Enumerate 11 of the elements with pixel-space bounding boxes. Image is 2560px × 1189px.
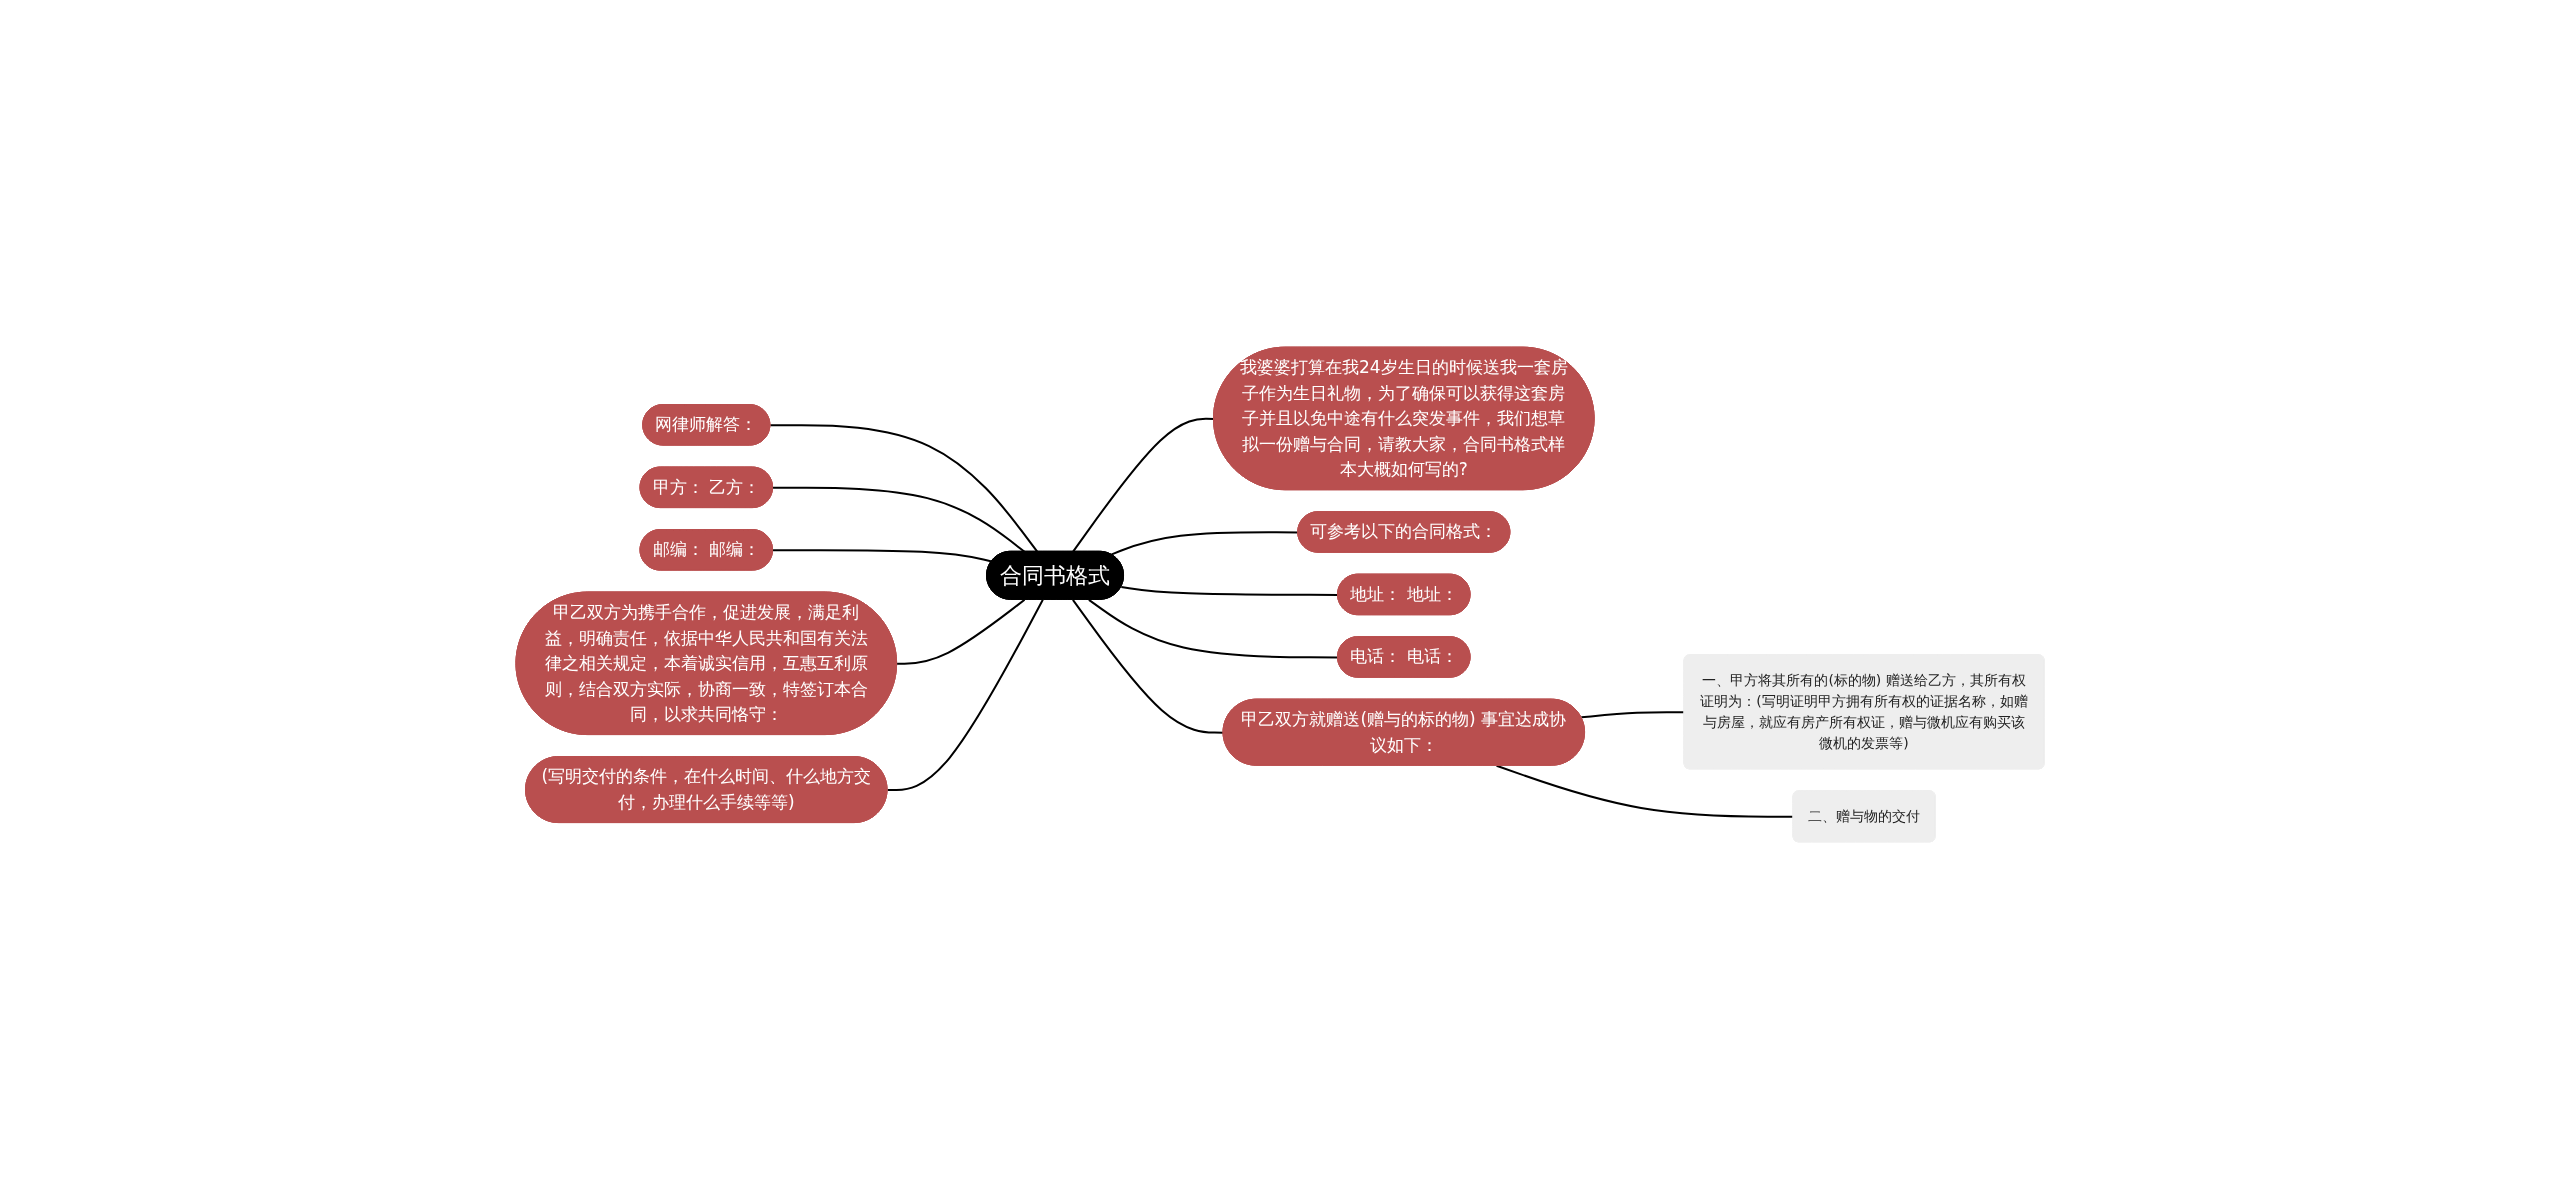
connector — [886, 598, 1044, 792]
connector — [1495, 764, 1795, 818]
connector — [1071, 598, 1225, 734]
connector — [1580, 711, 1686, 719]
connector — [1071, 417, 1215, 553]
connector — [896, 598, 1026, 665]
connector — [769, 424, 1039, 553]
connector — [772, 549, 993, 563]
connector — [1087, 598, 1339, 659]
connector — [1120, 585, 1339, 596]
connector — [772, 486, 1026, 553]
